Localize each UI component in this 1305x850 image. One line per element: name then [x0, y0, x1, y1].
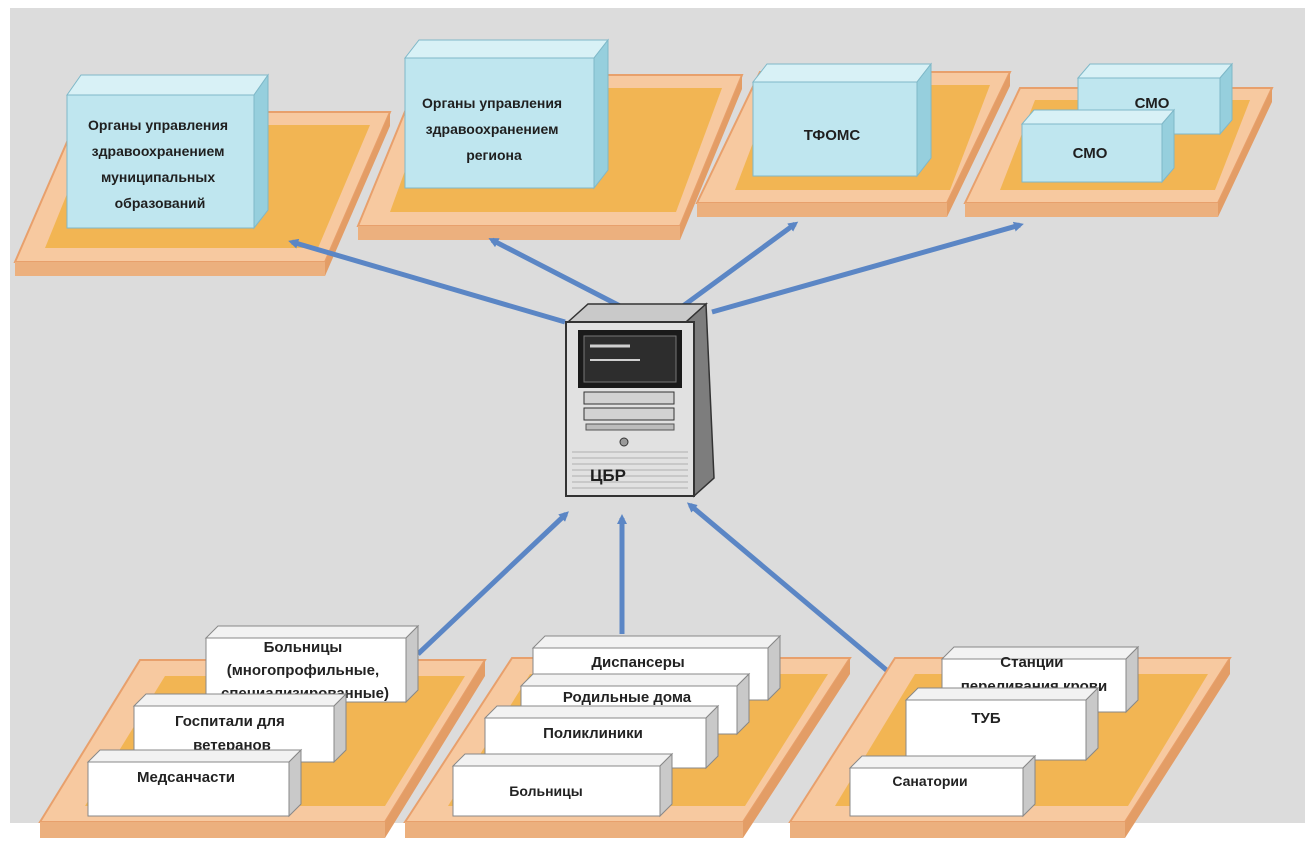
- arrow-to-tfoms: [681, 221, 799, 309]
- server-label: ЦБР: [590, 466, 626, 485]
- hospitals-label: Больницы: [509, 783, 582, 799]
- node-smo-front: СМО: [1020, 108, 1176, 184]
- tfoms-label: ТФОМС: [804, 127, 861, 144]
- svg-text:Органы управления здраво: Органы управления здравоохранением регио…: [422, 95, 566, 163]
- regional-line-3: региона: [466, 147, 522, 163]
- dispensaries-label: Диспансеры: [591, 654, 684, 671]
- node-hospitals-multiprofile: Больницы (многопрофильные, специализиров…: [204, 624, 420, 704]
- node-medsanchasti: Медсанчасти: [86, 748, 303, 818]
- municipal-line-2: здравоохранением: [92, 143, 225, 159]
- blood-stations-line-1: Станции: [1000, 654, 1063, 671]
- tub-label: ТУБ: [971, 710, 1000, 727]
- maternity-label: Родильные дома: [563, 689, 692, 706]
- node-tfoms: ТФОМС: [751, 62, 933, 178]
- regional-line-2: здравоохранением: [426, 121, 559, 137]
- arrows-bottom: [416, 502, 917, 696]
- arrow-from-right-group: [686, 502, 917, 696]
- arrow-to-smo: [711, 221, 1024, 315]
- veterans-line-1: Госпитали для: [175, 713, 285, 730]
- node-regional-health-authorities: Органы управления здравоохранением регио…: [403, 38, 610, 190]
- smo-front-label: СМО: [1073, 145, 1108, 162]
- arrow-to-regional: [488, 237, 622, 309]
- municipal-line-3: муниципальных: [101, 169, 215, 185]
- arrows-up: [288, 221, 1024, 325]
- hospitals-multi-line-2: (многопрофильные,: [227, 662, 379, 679]
- node-sanatoriums: Санатории: [848, 754, 1037, 818]
- hospitals-multi-line-1: Больницы: [264, 639, 343, 656]
- arrow-to-municipal: [288, 238, 566, 325]
- medsanchasti-label: Медсанчасти: [137, 769, 235, 786]
- server-cbr: ЦБР: [565, 302, 715, 498]
- smo-back-label: СМО: [1135, 95, 1170, 112]
- regional-line-1: Органы управления: [422, 95, 562, 111]
- sanatoriums-label: Санатории: [892, 773, 967, 789]
- polyclinics-label: Поликлиники: [543, 725, 643, 742]
- node-municipal-health-authorities: Органы управления здравоохранением муниц…: [66, 73, 269, 230]
- arrow-from-left-group: [416, 511, 569, 656]
- municipal-line-4: образований: [115, 195, 206, 211]
- node-tub: ТУБ: [904, 686, 1100, 762]
- node-hospitals: Больницы: [451, 752, 674, 818]
- municipal-line-1: Органы управления: [88, 117, 228, 133]
- svg-text:Органы управления здраво: Органы управления здравоохранением муниц…: [88, 117, 232, 211]
